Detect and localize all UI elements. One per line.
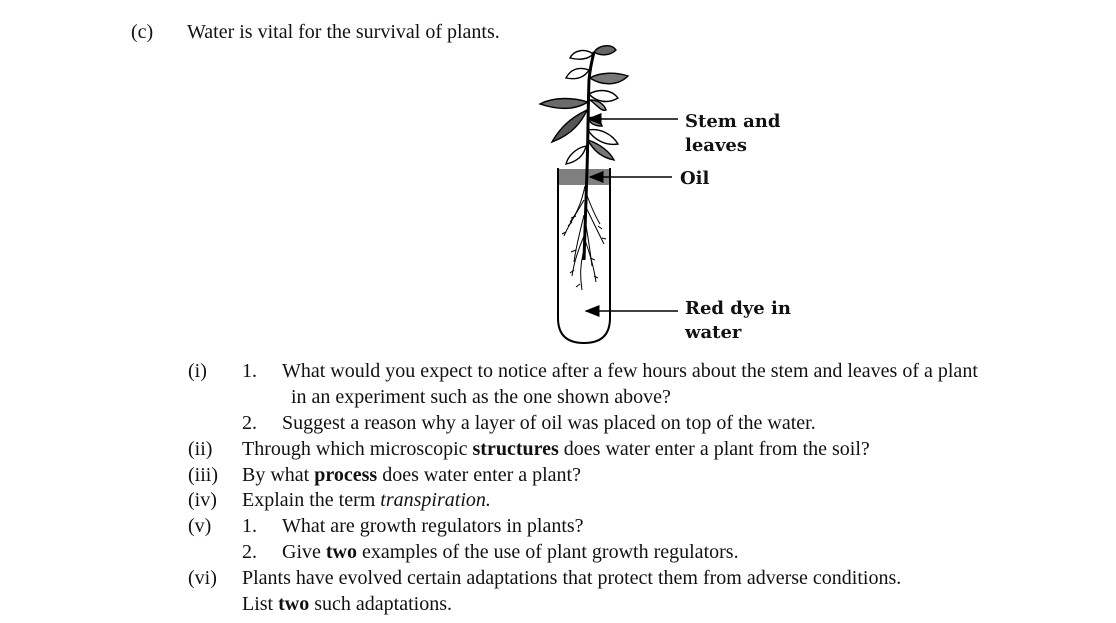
subq-iv-text: Explain the term transpiration. [242, 489, 491, 511]
subq-iii-text: By what process does water enter a plant… [242, 464, 581, 486]
part-label: (c) [131, 21, 154, 43]
subq-vi-number: (vi) [188, 567, 217, 589]
plant-stem [582, 51, 596, 261]
subq-v-1-text: What are growth regulators in plants? [282, 515, 584, 537]
subq-ii-number: (ii) [188, 438, 213, 460]
subq-i-number: (i) [188, 360, 207, 382]
label-red-dye-line2: water [685, 322, 742, 343]
label-red-dye-line1: Red dye in [685, 298, 791, 319]
roots [561, 185, 607, 291]
question-stem: Water is vital for the survival of plant… [187, 21, 500, 43]
label-stem-leaves-line1: Stem and [685, 111, 781, 132]
subq-i-1-line2: in an experiment such as the one shown a… [291, 386, 671, 408]
leaves [538, 45, 630, 165]
label-oil: Oil [680, 168, 710, 189]
subq-v-2-text: Give two examples of the use of plant gr… [282, 541, 739, 563]
subq-vi-line2: List two such adaptations. [242, 593, 452, 615]
subq-i-1-number: 1. [242, 360, 257, 382]
subq-vi-line1: Plants have evolved certain adaptations … [242, 567, 902, 589]
subq-i-1-line1: What would you expect to notice after a … [282, 360, 978, 382]
subq-iv-number: (iv) [188, 489, 217, 511]
label-stem-leaves-line2: leaves [685, 135, 747, 156]
subq-v-2-number: 2. [242, 541, 257, 563]
subq-iii-number: (iii) [188, 464, 218, 486]
subq-i-2-number: 2. [242, 412, 257, 434]
subq-v-number: (v) [188, 515, 212, 537]
test-tube [557, 168, 611, 345]
subq-v-1-number: 1. [242, 515, 257, 537]
subq-i-2-text: Suggest a reason why a layer of oil was … [282, 412, 816, 434]
subq-ii-text: Through which microscopic structures doe… [242, 438, 870, 460]
